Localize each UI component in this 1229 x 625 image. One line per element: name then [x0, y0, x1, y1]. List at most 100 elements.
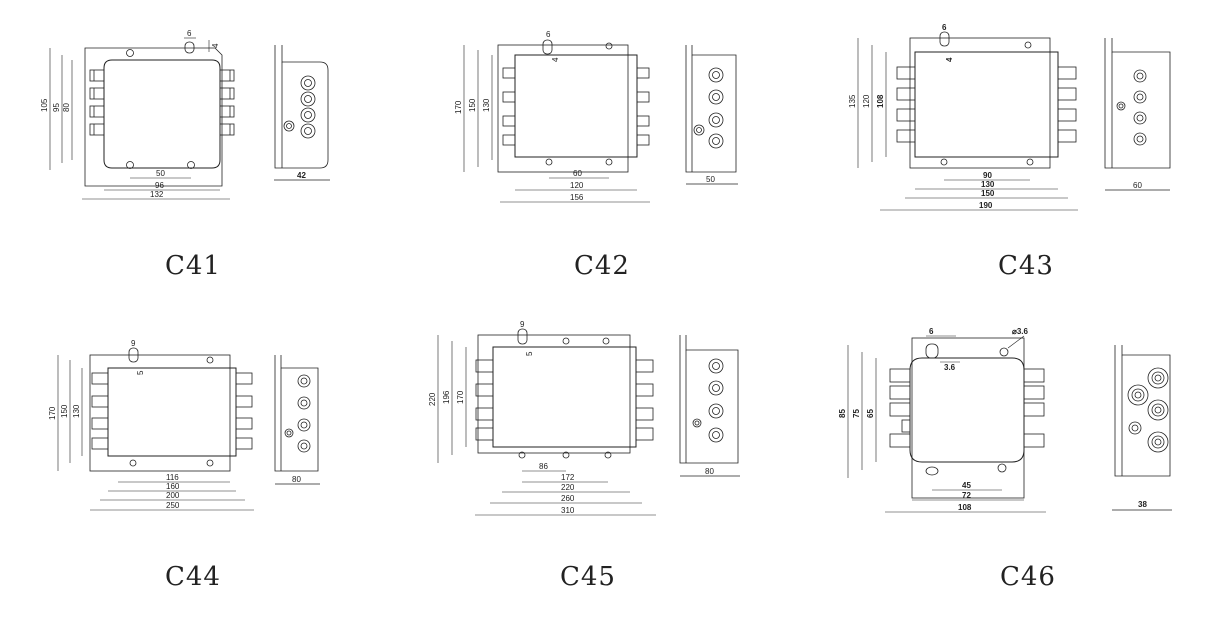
mounting-hole [518, 451, 526, 459]
filter-body [103, 59, 221, 169]
dim-label: 200 [166, 491, 180, 500]
side-view [274, 355, 320, 485]
dim-label: 9 [131, 339, 136, 348]
model-caption-c46: C46 [1000, 562, 1056, 592]
drawing-c44 [57, 347, 320, 511]
dim-label: 90 [983, 171, 992, 180]
mounting-slot [542, 39, 553, 55]
dim-label: 5 [525, 351, 534, 356]
side-view [274, 45, 330, 181]
dim-label: 6 [929, 327, 934, 336]
dim-label: 80 [292, 475, 301, 484]
dim-label: 135 [848, 94, 857, 108]
mounting-slot [939, 31, 950, 47]
mounting-hole [1026, 158, 1034, 166]
terminals-left [889, 368, 911, 448]
dimension-labels-c46: 85 75 65 45 72 108 6 3.6 ⌀3.6 38 [838, 327, 1147, 512]
dim-label: 5 [136, 370, 145, 375]
dim-label: 120 [570, 181, 584, 190]
dim-label: 50 [706, 175, 715, 184]
dim-label: 150 [60, 404, 69, 418]
dim-label: 160 [166, 482, 180, 491]
dim-label: 105 [40, 98, 49, 112]
mounting-plate [497, 44, 629, 173]
filter-body [492, 346, 637, 448]
dimension-labels-c42: 170 150 130 60 120 156 6 4 50 [454, 30, 715, 202]
dim-label: 108 [876, 94, 885, 108]
dimension-lines [49, 37, 230, 200]
dim-label: 170 [454, 100, 463, 114]
drawing-c46 [847, 335, 1172, 513]
side-view [1104, 38, 1171, 191]
dim-label: 6 [942, 23, 947, 32]
dim-label: 45 [962, 481, 971, 490]
mounting-hole [129, 459, 137, 467]
mounting-hole [604, 451, 612, 459]
dim-label: 132 [150, 190, 164, 199]
mounting-hole [545, 158, 553, 166]
dim-label: 190 [979, 201, 993, 210]
drawing-c41 [49, 37, 330, 200]
model-caption-c43: C43 [998, 251, 1054, 281]
dim-label: 156 [570, 193, 584, 202]
drawing-c43 [857, 31, 1171, 211]
dim-label: 50 [156, 169, 165, 178]
side-view [1112, 345, 1172, 511]
dim-label: 9 [520, 320, 525, 329]
mounting-hole [187, 161, 195, 169]
dim-label: 95 [52, 103, 61, 112]
mounting-slot [184, 41, 195, 54]
terminals-right [635, 359, 654, 441]
dim-label: 86 [539, 462, 548, 471]
mounting-hole [206, 459, 214, 467]
dim-label: 196 [442, 390, 451, 404]
dim-label: 220 [428, 392, 437, 406]
model-caption-c45: C45 [560, 562, 616, 592]
dimension-lines [847, 335, 1046, 513]
dim-label: 310 [561, 506, 575, 515]
dimension-labels-c45: 220 196 170 86 172 220 260 310 9 5 80 [428, 320, 714, 515]
dim-label: 170 [456, 390, 465, 404]
dim-label: 4 [551, 57, 560, 62]
dim-label: 60 [573, 169, 582, 178]
dim-label: 85 [838, 409, 847, 418]
dim-label: 130 [482, 98, 491, 112]
side-view [679, 335, 740, 477]
dim-label: 116 [166, 473, 179, 482]
dimension-lines [463, 45, 650, 203]
dim-label: 108 [958, 503, 972, 512]
mounting-plate [477, 334, 631, 454]
mounting-hole [605, 158, 613, 166]
terminals-right [235, 372, 253, 450]
mounting-plate [909, 37, 1051, 169]
terminals-left [89, 69, 105, 136]
dim-label: 80 [705, 467, 714, 476]
filter-body [107, 367, 237, 457]
terminals-left [475, 359, 494, 441]
dim-label: 3.6 [944, 363, 956, 372]
dim-label: 260 [561, 494, 575, 503]
dim-label: 172 [561, 473, 575, 482]
model-caption-c41: C41 [165, 251, 221, 281]
dimension-lines [857, 38, 1078, 211]
dimension-labels-c41: 105 95 80 50 96 132 6 4 42 [40, 29, 306, 199]
dim-label: 6 [187, 29, 192, 38]
dim-label: 65 [866, 409, 875, 418]
side-view [685, 45, 738, 185]
mounting-hole [605, 42, 613, 50]
dimension-labels-c43: 135 120 108 90 130 150 190 6 4 60 [848, 23, 1142, 210]
filter-body [909, 357, 1025, 463]
terminals-right [636, 67, 650, 146]
dim-label: 80 [62, 103, 71, 112]
dim-label: 6 [546, 30, 551, 39]
model-caption-c42: C42 [574, 251, 630, 281]
dim-label: 120 [862, 94, 871, 108]
dimension-lines [57, 355, 254, 511]
mounting-hole [940, 158, 948, 166]
mounting-slot [925, 466, 939, 476]
mounting-hole [126, 161, 134, 169]
mounting-hole [126, 49, 134, 57]
model-caption-c44: C44 [165, 562, 221, 592]
dim-label: 150 [981, 189, 995, 198]
terminals-right [1023, 368, 1045, 448]
